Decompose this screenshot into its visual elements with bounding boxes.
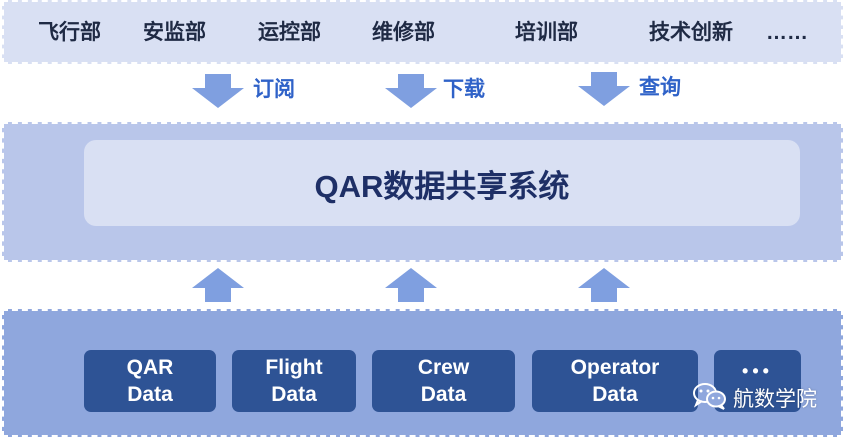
source-operator-data: Operator Data <box>532 350 698 412</box>
dept-flight: 飞行部 <box>38 21 101 44</box>
source-line: QAR <box>126 356 174 379</box>
up-arrow-icon <box>385 268 437 302</box>
departments-band <box>2 0 843 64</box>
dept-safety: 安监部 <box>143 21 206 44</box>
dept-tech-innovation: 技术创新 <box>649 21 733 44</box>
down-arrow-icon <box>385 74 437 108</box>
source-qar-data: QAR Data <box>84 350 216 412</box>
source-line: Operator <box>570 356 660 379</box>
dept-training: 培训部 <box>515 21 578 44</box>
down-arrow-icon <box>578 72 630 106</box>
core-system-title: QAR数据共享系统 <box>314 168 570 204</box>
source-more-dots: ••• <box>742 361 773 381</box>
dept-operations-control: 运控部 <box>258 21 321 44</box>
action-subscribe: 订阅 <box>253 78 295 101</box>
dept-maintenance: 维修部 <box>372 21 435 44</box>
source-line: Flight <box>265 356 323 379</box>
action-query: 查询 <box>639 76 681 99</box>
watermark: 航数学院 <box>693 380 817 416</box>
up-arrow-icon <box>578 268 630 302</box>
source-more: ••• <box>714 350 801 412</box>
source-line: Data <box>127 383 173 406</box>
source-crew-data: Crew Data <box>372 350 515 412</box>
dept-more: …… <box>766 21 808 44</box>
source-flight-data: Flight Data <box>232 350 356 412</box>
action-download: 下载 <box>443 78 485 101</box>
up-arrow-icon <box>192 268 244 302</box>
source-line: Crew <box>417 356 470 379</box>
source-line: Data <box>420 383 467 406</box>
wechat-icon <box>693 382 727 415</box>
source-line: Data <box>271 383 317 406</box>
source-line: Data <box>592 383 638 406</box>
down-arrow-icon <box>192 74 244 108</box>
watermark-text: 航数学院 <box>733 388 817 411</box>
core-system-box: QAR数据共享系统 <box>84 140 800 226</box>
